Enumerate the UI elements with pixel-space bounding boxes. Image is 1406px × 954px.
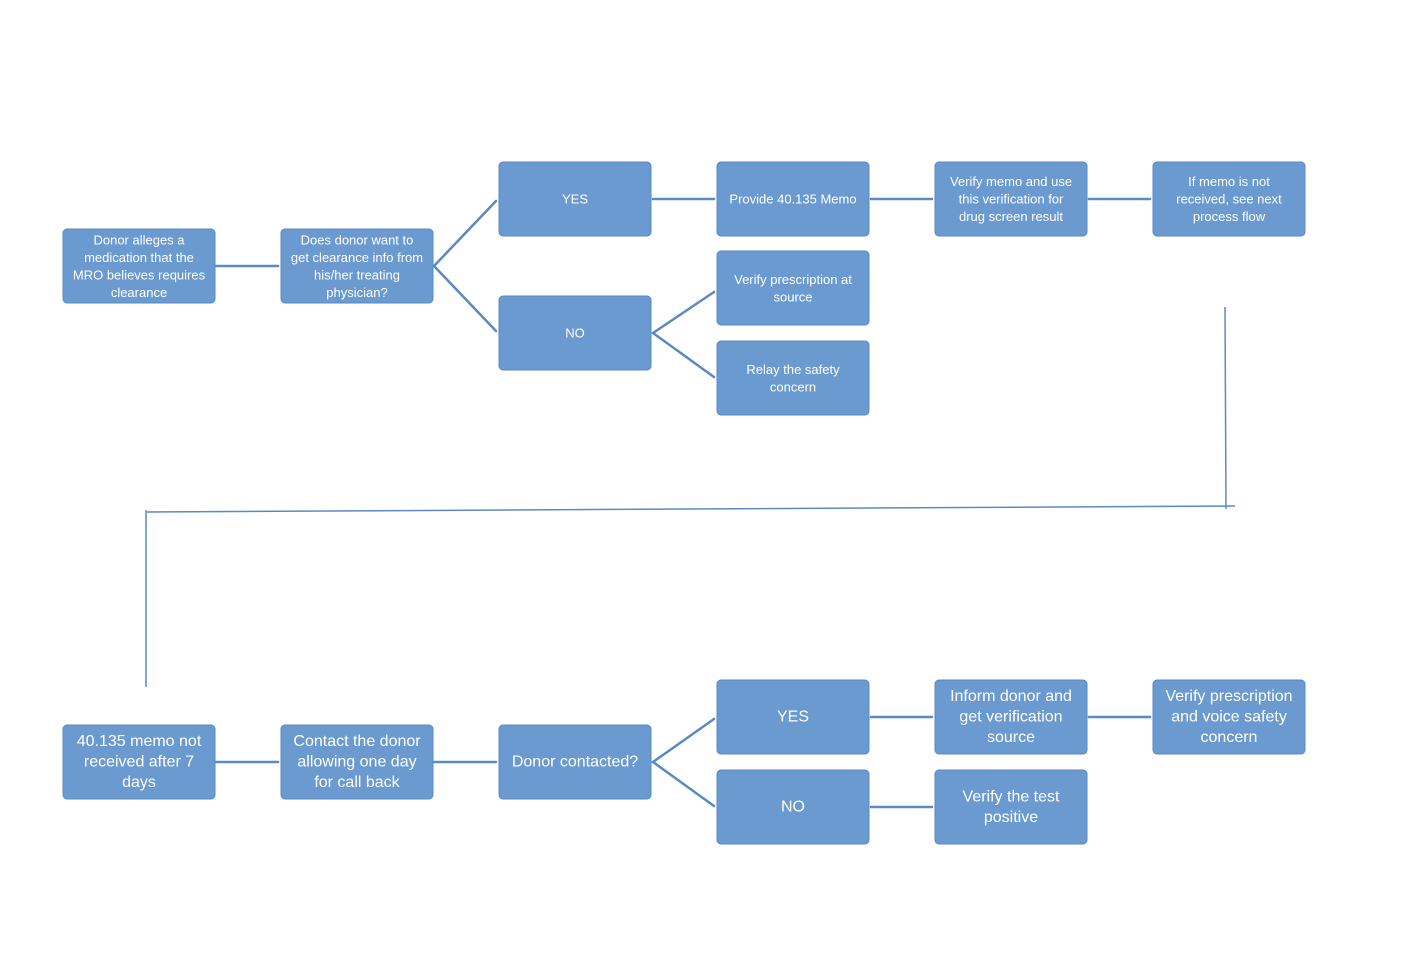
node-no-2: NO (716, 769, 870, 845)
node-verify-test-positive: Verify the test positive (934, 769, 1088, 845)
node-label-line: medication that the (84, 250, 194, 265)
connector-contacted-to-yes (651, 717, 716, 764)
node-label-line: 40.135 memo not (77, 733, 202, 750)
node-label-line: Relay the safety (746, 362, 840, 377)
node-memo-7-days: 40.135 memo not received after 7 days (62, 724, 216, 800)
node-label-line: Verify the test (963, 788, 1060, 805)
node-label-line: NO (565, 326, 585, 341)
node-label-line: for call back (314, 774, 400, 791)
node-label-line: received, see next (1176, 192, 1282, 207)
node-label-line: physician? (326, 285, 387, 300)
node-inform-donor: Inform donor and get verification source (934, 679, 1088, 755)
node-relay-safety: Relay the safety concern (716, 340, 870, 416)
node-yes-2: YES (716, 679, 870, 755)
node-label-line: this verification for (959, 192, 1064, 207)
node-label-line: concern (1201, 729, 1258, 746)
flow2-connectors (214, 715, 1152, 809)
node-label-line: MRO believes requires (73, 267, 206, 282)
node-label-line: source (773, 289, 812, 304)
node-question: Does donor want to get clearance info fro… (280, 228, 434, 304)
node-label-line: source (987, 729, 1035, 746)
node-label-line: Contact the donor (293, 733, 421, 750)
node-label-line: and voice safety (1171, 709, 1287, 726)
node-verify-prescription: Verify prescription at source (716, 250, 870, 326)
svg-text:YES: YES (562, 192, 588, 207)
svg-text:NO: NO (565, 326, 585, 341)
node-label-line: allowing one day (297, 754, 416, 771)
cross-flow-connectors (145, 306, 1236, 687)
svg-text:YES: YES (777, 709, 809, 726)
connector-no-to-verify-prescription (651, 290, 716, 335)
connector-no-to-relay-safety (651, 331, 716, 379)
node-label-line: positive (984, 809, 1038, 826)
node-label-line: drug screen result (959, 209, 1063, 224)
node-label-line: clearance (111, 285, 167, 300)
node-label-line: his/her treating (314, 267, 400, 282)
node-label-line: Verify prescription at (734, 272, 852, 287)
flow1-connectors (214, 197, 1152, 379)
svg-text:Donor contacted?: Donor contacted? (512, 754, 638, 771)
node-verify-voice-safety: Verify prescription and voice safety conce… (1152, 679, 1306, 755)
node-label-line: process flow (1193, 209, 1266, 224)
svg-text:Provide 40.135 Memo: Provide 40.135 Memo (729, 192, 856, 207)
node-label-line: YES (777, 709, 809, 726)
node-verify-memo: Verify memo and use this verification for… (934, 161, 1088, 237)
node-label-line: Donor alleges a (93, 232, 185, 247)
node-label-line: Donor contacted? (512, 754, 638, 771)
connector-question-to-yes (432, 199, 498, 268)
node-donor-contacted: Donor contacted? (498, 724, 652, 800)
node-label-line: Inform donor and (950, 688, 1072, 705)
node-label-line: YES (562, 192, 588, 207)
node-label-line: received after 7 (84, 754, 194, 771)
connector-across (146, 505, 1236, 513)
node-label-line: Verify prescription (1165, 688, 1292, 705)
node-label-line: days (122, 774, 156, 791)
node-provide-memo: Provide 40.135 Memo (716, 161, 870, 237)
connector-down-right (1224, 306, 1227, 510)
node-label-line: get clearance info from (291, 250, 423, 265)
node-label-line: Provide 40.135 Memo (729, 192, 856, 207)
node-label-line: NO (781, 799, 805, 816)
node-label-line: concern (770, 379, 816, 394)
node-no: NO (498, 295, 652, 371)
node-label-line: Verify memo and use (950, 174, 1072, 189)
connector-contacted-to-no (651, 760, 716, 808)
node-label-line: Does donor want to (301, 232, 414, 247)
svg-text:NO: NO (781, 799, 805, 816)
connector-question-to-no (432, 264, 498, 333)
node-yes: YES (498, 161, 652, 237)
node-label-line: If memo is not (1188, 174, 1270, 189)
node-label-line: get verification (959, 709, 1062, 726)
node-memo-not-received: If memo is not received, see next process … (1152, 161, 1306, 237)
node-contact-donor: Contact the donor allowing one day for cal… (280, 724, 434, 800)
